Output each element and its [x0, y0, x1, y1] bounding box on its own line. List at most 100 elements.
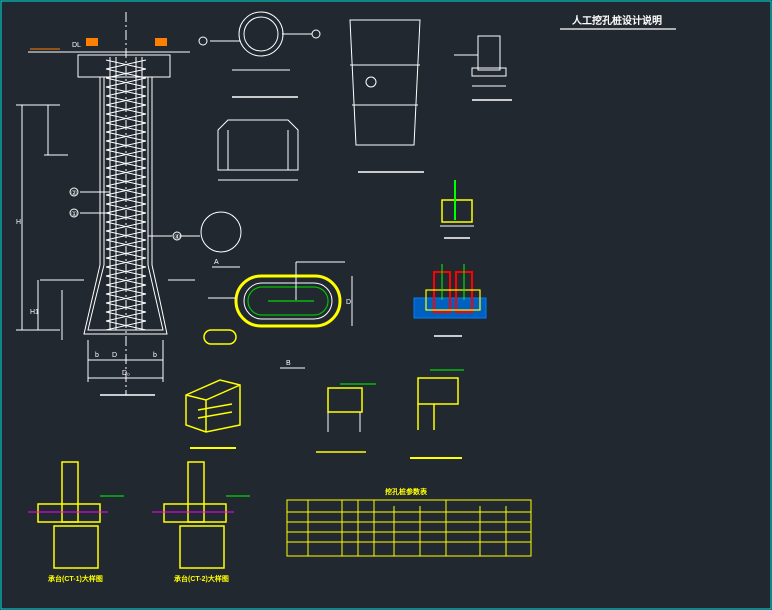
- label-b-left: b: [95, 352, 99, 359]
- liner-stack-outline: [349, 19, 421, 146]
- stirrup: [105, 248, 147, 259]
- stirrup: [105, 167, 147, 178]
- ring-callout-right: [311, 29, 321, 39]
- stirrup: [105, 176, 147, 187]
- callout-1-text: ①: [71, 210, 77, 218]
- stirrup: [105, 239, 147, 250]
- liner-stack-callout: [365, 76, 377, 88]
- stirrup: [105, 95, 147, 106]
- label-h: H: [16, 219, 21, 226]
- table-title: 挖孔桩参数表: [385, 487, 428, 496]
- stirrup: [105, 194, 147, 205]
- callout-1-bubble: [69, 208, 79, 218]
- stirrup: [105, 158, 147, 169]
- cap-left-pile: [53, 525, 99, 569]
- top-right-detail: [454, 35, 512, 101]
- cage-mid-bar-2: [197, 411, 233, 419]
- detail-a-circle: [200, 211, 242, 253]
- stirrup: [105, 104, 147, 115]
- stirrup: [105, 203, 147, 214]
- oval-outer-yellow: [234, 274, 342, 328]
- cap-left-block: [37, 503, 101, 523]
- label-d0: D₀: [122, 370, 130, 377]
- stirrup: [105, 113, 147, 124]
- title-block: 人工挖孔桩设计说明: [560, 14, 676, 30]
- callout-2-text: ②: [71, 189, 77, 197]
- stirrup: [105, 266, 147, 277]
- cage-mid-bar-1: [197, 403, 233, 411]
- section-mark-b: B: [286, 360, 291, 367]
- pile-shaft: [87, 77, 164, 331]
- liner-body: [217, 119, 299, 171]
- stirrup: [105, 257, 147, 268]
- stirrup: [105, 320, 147, 331]
- cap-right-caption: 承台(CT-2)大样图: [174, 574, 229, 583]
- stirrup: [105, 122, 147, 133]
- stirrup: [105, 311, 147, 322]
- pile-elevation: [16, 12, 195, 396]
- stirrup: [105, 284, 147, 295]
- section-mark-a: A: [214, 259, 219, 266]
- ring-callout-left: [198, 36, 208, 46]
- stirrup: [105, 131, 147, 142]
- oval-label-d: D: [346, 299, 351, 306]
- level-marker-right: [155, 38, 167, 46]
- table-frame: [286, 499, 532, 557]
- cage-outline: [185, 379, 241, 433]
- stirrup-group: [105, 59, 147, 331]
- liner-section: [217, 119, 299, 181]
- pile-cap-top: [77, 54, 171, 78]
- stirrup: [105, 140, 147, 151]
- pcd-large-cap: [425, 289, 481, 311]
- oval-detail-small: [203, 329, 237, 345]
- label-b-right: b: [153, 352, 157, 359]
- pile-elevation-labels: DL H H1 D b b D₀ ② ① ④: [16, 42, 180, 377]
- detail-a: [180, 211, 242, 268]
- parameter-table: [286, 499, 532, 557]
- cap-detail-right: [152, 461, 250, 569]
- oval-plan: [203, 261, 353, 369]
- stirrup: [105, 185, 147, 196]
- joint-2-beam: [417, 377, 459, 405]
- detail-footing: [471, 67, 507, 77]
- drawing-title: 人工挖孔桩设计说明: [572, 14, 662, 27]
- level-marker-left: [86, 38, 98, 46]
- stirrup: [105, 77, 147, 88]
- ring-section: [198, 11, 321, 98]
- stirrup: [105, 293, 147, 304]
- oval-inner: [243, 282, 333, 320]
- cage-isometric: [185, 379, 241, 449]
- joint-1-beam: [327, 387, 363, 413]
- pile-cap-detail-large: [413, 264, 487, 337]
- label-d: D: [112, 352, 117, 359]
- cap-right-block: [163, 503, 227, 523]
- cap-detail-left: [28, 461, 124, 569]
- ring-inner: [243, 16, 279, 52]
- joint-detail-1: [316, 383, 376, 453]
- stirrup: [105, 86, 147, 97]
- oval-green-bar: [247, 286, 329, 316]
- liner-stack: [349, 19, 424, 173]
- pile-wall: [83, 77, 168, 335]
- pile-cap-detail-small: [440, 180, 474, 239]
- callout-4-text: ④: [174, 233, 180, 241]
- stirrup: [105, 230, 147, 241]
- joint-detail-2: [410, 369, 464, 459]
- stirrup: [105, 221, 147, 232]
- cap-right-pile: [179, 525, 225, 569]
- label-dl: DL: [72, 42, 81, 49]
- stirrup: [105, 212, 147, 223]
- stirrup: [105, 68, 147, 79]
- stirrup: [105, 59, 147, 70]
- callout-2-bubble: [69, 187, 79, 197]
- cap-left-caption: 承台(CT-1)大样图: [48, 574, 103, 583]
- detail-column: [477, 35, 501, 71]
- label-h1: H1: [30, 309, 39, 316]
- stirrup: [105, 302, 147, 313]
- stirrup: [105, 275, 147, 286]
- pcd-small-cap: [441, 199, 473, 223]
- stirrup: [105, 149, 147, 160]
